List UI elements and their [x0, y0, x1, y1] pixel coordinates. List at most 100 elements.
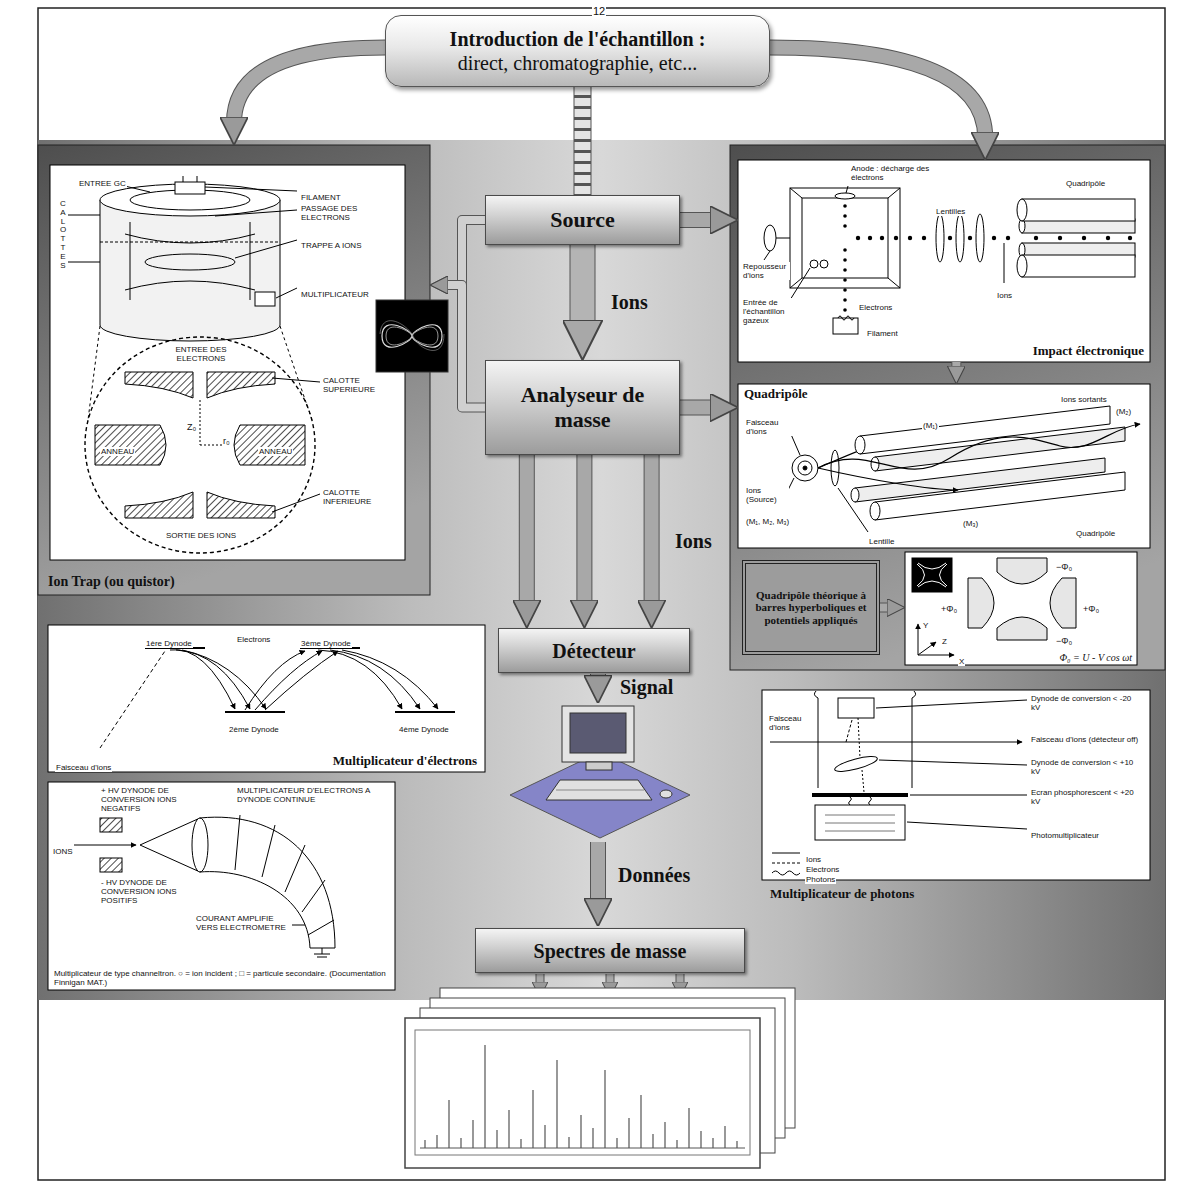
panel-caption: Multiplicateur de type channeltron. ○ = …: [54, 969, 389, 987]
flow-arrow: [582, 87, 583, 195]
part-label-anchor: SORTIE DES IONS: [150, 524, 252, 542]
white-insets: [48, 625, 485, 772]
ion-trap-drawing: [125, 372, 193, 398]
flow-arrow: [444, 220, 485, 285]
axis-label: Z: [941, 637, 948, 646]
flow-arrow: [444, 220, 485, 285]
dimension-label: Z₀: [186, 422, 197, 432]
part-label: Electrons: [858, 303, 893, 312]
process-box: Analyseur de masse: [485, 360, 680, 455]
photon-multiplier-drawing: [838, 698, 874, 718]
page-number: 12: [592, 5, 606, 18]
ion-trap-drawing: [215, 210, 297, 216]
white-insets: [50, 165, 405, 560]
ion-trap-drawing: [207, 492, 275, 518]
part-label: Electrons: [236, 635, 271, 644]
note-box: Quadripôle théorique à barres hyperboliq…: [742, 560, 880, 655]
part-label: Dynode de conversion < +10 kV: [1030, 758, 1142, 776]
part-label: MULTIPLICATEUR D'ELECTRONS A DYNODE CONT…: [236, 786, 388, 804]
flow-arrow: [570, 245, 596, 328]
photon-multiplier-drawing: [862, 770, 864, 792]
flow-arrow: [234, 47, 385, 122]
part-label-anchor: IONS: [52, 840, 74, 858]
electron-impact-drawing: [1082, 236, 1086, 240]
channeltron-drawing: [292, 925, 305, 926]
part-label-anchor: ENTREE DES ELECTRONS: [160, 345, 242, 365]
box-text: Spectres de masse: [534, 940, 687, 962]
flow-arrow: [645, 455, 659, 606]
ion-trap-drawing: [276, 288, 297, 298]
part-label-anchor: Quadripôle: [1075, 522, 1116, 540]
part-label: Lentilles: [935, 207, 966, 216]
electron-impact-drawing: [1017, 199, 1027, 221]
part-label-anchor: Faisceau d'ions: [768, 714, 812, 734]
computer-icon: [562, 706, 634, 762]
page-frame: [38, 8, 1165, 1180]
channeltron-drawing: [322, 948, 323, 954]
electron-impact-drawing: [833, 318, 858, 334]
electron-impact-drawing: [764, 225, 776, 251]
quadrupole-panel: Quadripôle: [738, 384, 1150, 548]
part-label-anchor: (M₁, M₂, M₃): [745, 510, 790, 528]
ion-trap-drawing: [200, 400, 201, 445]
electron-impact-drawing: [1006, 236, 1010, 240]
quadrupole-drawing: [875, 472, 1125, 520]
part-label: ANNEAU: [258, 447, 293, 456]
part-label-anchor: + HV DYNODE DE CONVERSION IONS NEGATIFS: [100, 786, 212, 815]
potential-label-anchor: −Φ₀: [1055, 630, 1073, 648]
electron-impact-drawing: [843, 204, 847, 312]
panel-caption: Quadripôle: [744, 387, 808, 402]
photon-multiplier-drawing: [818, 698, 819, 788]
dimension-label-anchor: r₀: [222, 430, 231, 448]
ion-trap-drawing: [175, 182, 205, 194]
part-label-anchor: FILAMENT: [300, 186, 342, 204]
hyperbolic-rods-drawing: [912, 558, 1076, 655]
electron-impact-drawing: [976, 214, 984, 262]
part-label: Filament: [866, 329, 899, 338]
box-text: Analyseur de masse: [518, 383, 648, 431]
part-label: 1ère Dynode: [145, 639, 193, 648]
dimension-label-anchor: Z₀: [186, 416, 197, 434]
part-label: Ions (Source): [745, 486, 789, 504]
axis-label-anchor: Z: [941, 630, 948, 648]
page-frame: [730, 145, 1165, 670]
potential-label-anchor: −Φ₀: [1055, 556, 1073, 574]
hyperbolic-rods-drawing: [912, 558, 952, 592]
flow-arrow: [591, 674, 605, 681]
dimension-label: r₀: [222, 436, 231, 446]
ion-trap-drawing: [88, 326, 100, 420]
part-label: ANNEAU: [100, 447, 135, 456]
photon-multiplier-drawing: [772, 871, 800, 875]
process-box: Source: [485, 195, 680, 245]
photon-multiplier-drawing: [772, 853, 800, 854]
potential-label-anchor: +Φ₀: [1082, 598, 1100, 616]
flow-arrow: [770, 47, 985, 137]
axis-label-anchor: X: [958, 650, 965, 668]
part-label-anchor: Repousseur d'ions: [742, 262, 790, 282]
part-label-anchor: Electrons: [236, 628, 271, 646]
flow-arrow: [519, 455, 535, 606]
part-label-anchor: Dynode de conversion < +10 kV: [1030, 758, 1142, 778]
part-label: 3ème Dynode: [300, 639, 352, 648]
potential-label: −Φ₀: [1055, 636, 1073, 646]
hyperbolic-rods-drawing: [918, 624, 919, 655]
hyperbolic-rods-drawing: [918, 655, 954, 656]
electron-impact-drawing: [843, 258, 847, 262]
photon-multiplier-drawing: [770, 742, 1022, 743]
trajectory-image: [376, 300, 448, 372]
flow-arrow: [680, 401, 716, 415]
trajectory-image: [376, 300, 448, 372]
electron-impact-drawing: [843, 248, 847, 252]
part-label-anchor: 2ème Dynode: [228, 718, 280, 736]
computer-icon: [510, 706, 690, 838]
part-label: Ecran phosphorescent < +20 kV: [1030, 788, 1142, 806]
flow-label-anchor: Signal: [620, 676, 673, 698]
quadrupole-drawing: [871, 457, 879, 471]
ion-source-panel: Impact électronique: [738, 160, 1150, 362]
flow-arrow: [575, 87, 591, 195]
part-label: Anode : décharge des électrons: [850, 164, 962, 182]
electron-impact-drawing: [820, 260, 828, 268]
part-label: COURANT AMPLIFIE VERS ELECTROMETRE: [195, 914, 292, 932]
edge-label-anchor: Ions: [611, 291, 648, 313]
part-label: Ions: [996, 291, 1013, 300]
